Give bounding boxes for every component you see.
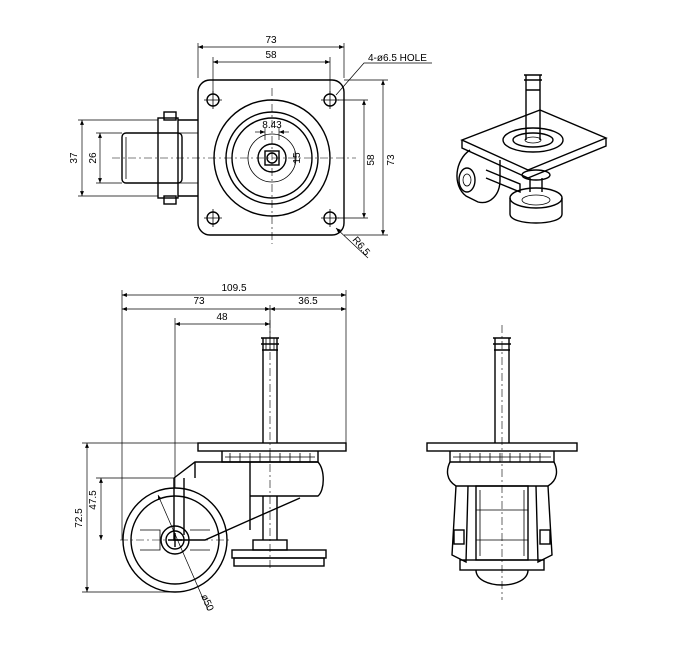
dim-wheel-width-outer: 37	[69, 152, 80, 164]
dim-overall-length: 109.5	[221, 283, 246, 294]
dim-plate-length: 73	[193, 296, 205, 307]
dim-total-height: 72.5	[74, 508, 85, 528]
dim-axle-height: 47.5	[88, 490, 99, 510]
dim-width-outer: 73	[265, 35, 277, 46]
mounting-plate	[197, 79, 345, 236]
dim-wheel-width-inner: 26	[88, 152, 99, 164]
dim-width-inner: 58	[265, 50, 277, 61]
dim-swivel-offset: 48	[216, 312, 228, 323]
top-view: 73 58 4-ø6.5 HOLE 8.43 15 58 73 R6.5 37 …	[69, 35, 432, 258]
dim-wheel-diameter: ø50	[198, 593, 215, 614]
dim-center-bore: 8.43	[262, 120, 282, 131]
hole-note: 4-ø6.5 HOLE	[368, 53, 427, 64]
side-view: 109.5 73 36.5 48 72.5 47.5 ø50	[74, 283, 347, 614]
center-lines	[112, 88, 356, 244]
dim-corner-radius: R6.5	[350, 235, 372, 259]
wheel-top	[121, 111, 198, 205]
front-view	[426, 325, 578, 600]
isometric-view	[456, 74, 608, 224]
dim-height-outer: 73	[386, 154, 397, 166]
dim-height-inner: 58	[366, 154, 377, 166]
side-plate	[197, 442, 347, 452]
dim-offset-right: 36.5	[298, 296, 318, 307]
dim-center-small: 15	[292, 152, 303, 164]
